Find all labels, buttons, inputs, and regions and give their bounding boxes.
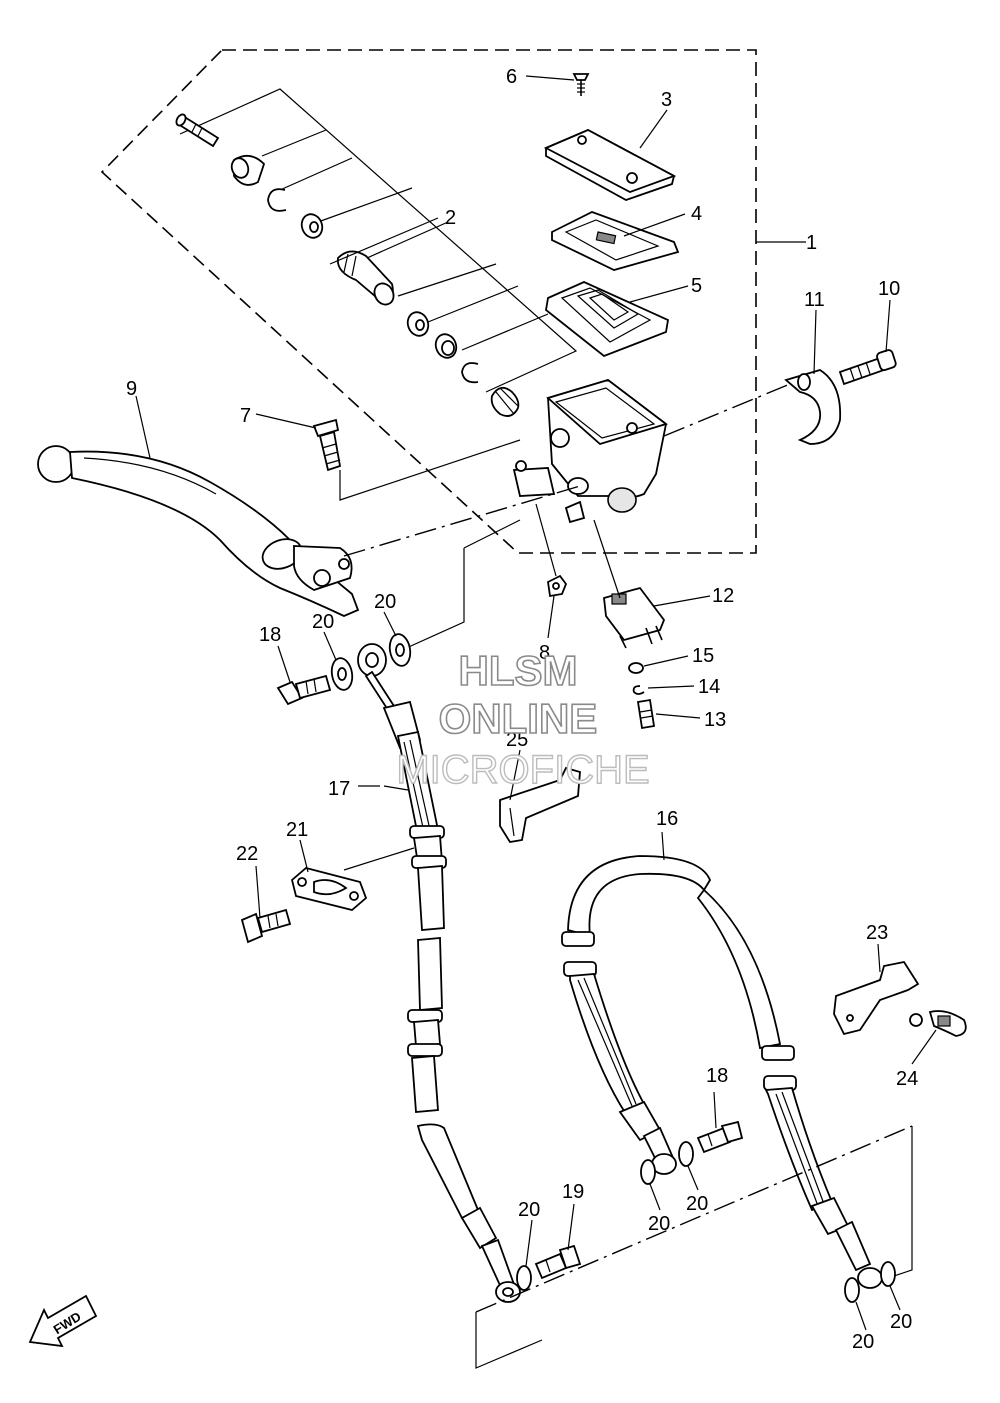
callout-6: 6: [506, 66, 517, 88]
lower-washer-right-b: [844, 1277, 860, 1303]
callout-17: 17: [328, 778, 350, 800]
hose-guide: [290, 867, 368, 911]
assembly-boundary: [100, 49, 757, 554]
lower-banjo-bolt-left: [534, 1244, 582, 1280]
cap-screw: [572, 73, 590, 96]
callout-18-top: 18: [259, 624, 281, 646]
callout-12: 12: [712, 585, 734, 607]
caliper-connection-frame: [475, 1125, 913, 1369]
callout-20-b: 20: [312, 611, 334, 633]
watermark-line-2: ONLINE: [439, 695, 598, 742]
brake-lever: [37, 445, 360, 617]
callout-22: 22: [236, 843, 258, 865]
cup-seal: [406, 311, 430, 337]
lower-washer-center-a: [678, 1141, 694, 1167]
callout-20-f: 20: [852, 1331, 874, 1353]
upper-banjo-washer-2: [330, 657, 354, 691]
guide-bolt: [240, 908, 292, 944]
switch-washer: [628, 662, 644, 674]
leader-lines: [135, 75, 937, 1331]
callout-23: 23: [866, 922, 888, 944]
callout-20-a: 20: [374, 591, 396, 613]
hose-clip: [928, 1010, 967, 1037]
return-spring: [490, 386, 520, 417]
callout-19: 19: [562, 1181, 584, 1203]
callout-3: 3: [661, 89, 672, 111]
callout-13: 13: [704, 709, 726, 731]
hose-bracket: [499, 766, 581, 843]
hose-holder-bracket: [833, 960, 923, 1036]
piston-rod: [175, 113, 220, 148]
callout-8: 8: [539, 642, 550, 664]
diaphragm-plate: [551, 211, 680, 271]
clamp-holder: [784, 369, 842, 445]
upper-banjo-washer: [388, 633, 412, 667]
callout-5: 5: [691, 275, 702, 297]
callout-20-e: 20: [686, 1193, 708, 1215]
primary-cup: [434, 333, 458, 359]
piston-boot: [230, 154, 266, 186]
callout-20-d: 20: [648, 1213, 670, 1235]
callout-25: 25: [506, 729, 528, 751]
brake-light-switch: [603, 586, 666, 649]
switch-clip: [632, 685, 645, 695]
callout-21: 21: [286, 819, 308, 841]
callout-9: 9: [126, 378, 137, 400]
lower-banjo-bolt-center: [696, 1120, 744, 1154]
callout-10: 10: [878, 278, 900, 300]
lower-washer-left: [516, 1265, 532, 1291]
lower-washer-center-b: [640, 1159, 656, 1185]
callout-16: 16: [656, 808, 678, 830]
switch-screw: [636, 698, 656, 730]
callouts: 1 2 3 4 5 6 7 8 9 10 11 12 13 14 15 16 1…: [126, 66, 918, 1353]
callout-24: 24: [896, 1068, 918, 1090]
master-cylinder-body: [512, 379, 668, 524]
pivot-nut: [547, 574, 568, 598]
reservoir-cap: [543, 129, 677, 201]
callout-11: 11: [804, 289, 825, 311]
clamp-bolt: [838, 349, 897, 386]
watermark-line-1: HLSM: [459, 647, 578, 694]
upper-banjo-bolt: [276, 674, 332, 706]
callout-2: 2: [445, 207, 456, 229]
callout-7: 7: [240, 405, 251, 427]
brake-hose-front-right: [561, 855, 883, 1289]
watermark-line-3: MICROFICHE: [396, 748, 649, 792]
diaphragm: [545, 281, 670, 358]
piston-kit-frame: [179, 88, 578, 393]
pivot-bolt: [312, 418, 342, 472]
brake-hose-front-left: [364, 670, 521, 1303]
watermark: HLSM ONLINE MICROFICHE: [396, 646, 651, 793]
callout-4: 4: [691, 203, 702, 225]
callout-18-bottom: 18: [706, 1065, 728, 1087]
forward-direction-badge: FWD: [28, 1294, 98, 1348]
callout-20-c: 20: [518, 1199, 540, 1221]
callout-15: 15: [692, 645, 714, 667]
circlip-outer: [267, 188, 287, 212]
callout-20-g: 20: [890, 1311, 912, 1333]
callout-14: 14: [698, 676, 720, 698]
piston-assembly: [336, 250, 395, 306]
callout-1: 1: [806, 232, 817, 254]
spacer-ring: [300, 213, 324, 239]
lower-washer-right-a: [880, 1261, 896, 1287]
circlip-inner: [461, 362, 479, 384]
